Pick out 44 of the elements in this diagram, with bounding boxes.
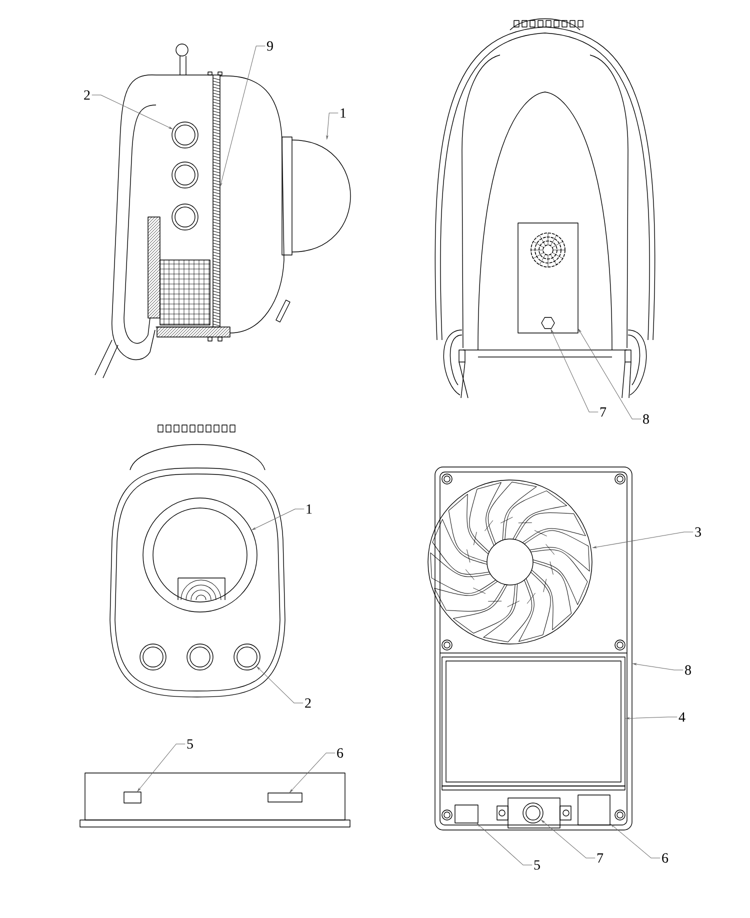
vent-button xyxy=(234,644,260,670)
leader-line xyxy=(550,329,598,412)
mount-hole xyxy=(522,802,544,824)
callout-number: 1 xyxy=(340,108,346,118)
leader-line xyxy=(326,112,338,140)
leader-line xyxy=(220,46,266,187)
callout-number: 7 xyxy=(597,853,604,863)
callout-number: 9 xyxy=(266,41,273,51)
leader-line xyxy=(477,823,532,866)
leader-line xyxy=(610,824,660,858)
leader-line xyxy=(252,508,304,530)
leader-line xyxy=(290,752,336,792)
leader-line xyxy=(632,663,684,670)
callout-number: 2 xyxy=(305,698,311,708)
switch-box xyxy=(454,804,478,824)
leader-line xyxy=(626,716,678,720)
dome-window xyxy=(282,136,351,256)
leader-line xyxy=(137,744,186,792)
leader-line xyxy=(256,666,304,704)
hex-plug xyxy=(541,317,555,329)
leader-line xyxy=(592,532,694,548)
leader-line xyxy=(541,820,596,858)
callout-number: 1 xyxy=(306,504,312,514)
callout-number: 2 xyxy=(84,90,90,100)
mesh-strip xyxy=(212,74,220,328)
callout-number: 7 xyxy=(600,407,606,417)
battery-box xyxy=(442,656,626,786)
port-opening xyxy=(268,792,302,802)
fan-panel xyxy=(518,222,578,334)
callout-number: 3 xyxy=(695,527,701,537)
leader-line xyxy=(92,94,173,130)
fan-drawing xyxy=(428,480,592,644)
port-box xyxy=(578,794,610,826)
vent-button xyxy=(172,122,198,148)
round-window xyxy=(142,498,258,612)
callout-number: 6 xyxy=(337,748,344,758)
port-opening xyxy=(124,792,142,804)
leader-line xyxy=(578,328,642,420)
callout-number: 5 xyxy=(534,860,540,870)
callout-number: 4 xyxy=(678,712,686,722)
callout-number: 8 xyxy=(643,414,649,424)
callout-number: 6 xyxy=(662,853,668,863)
callout-number: 5 xyxy=(187,739,193,749)
callout-number: 8 xyxy=(685,665,691,675)
